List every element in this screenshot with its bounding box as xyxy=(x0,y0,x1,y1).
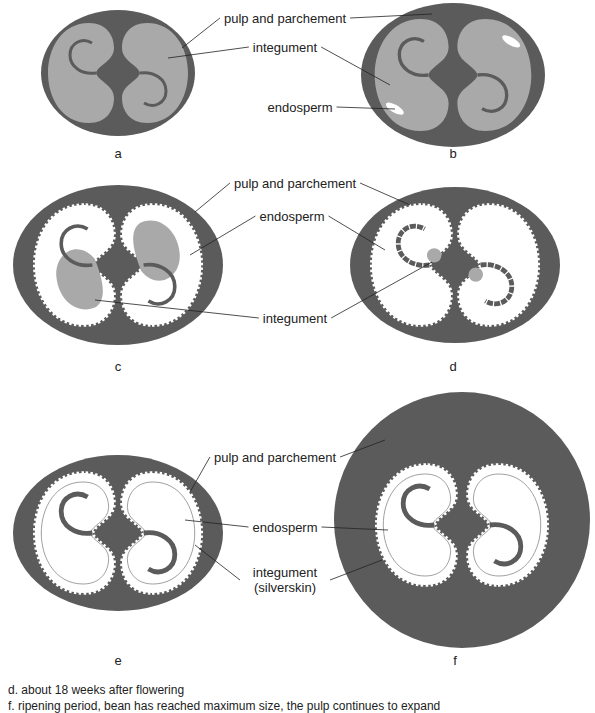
leader-line xyxy=(321,47,390,85)
stage-c-figure xyxy=(13,185,223,345)
leader-line xyxy=(337,107,395,109)
leader-line xyxy=(168,47,249,58)
stage-letter: c xyxy=(115,359,122,374)
stage-letter: f xyxy=(453,653,457,668)
leader-line xyxy=(95,300,259,318)
caption-note: d. about 18 weeks after flowering xyxy=(8,683,184,698)
stage-letter: a xyxy=(114,146,121,161)
part-label: endosperm xyxy=(252,520,317,535)
leader-line xyxy=(340,440,385,457)
part-label: integument xyxy=(253,40,317,55)
part-label: integument xyxy=(263,311,327,326)
leader-line xyxy=(195,545,240,580)
leader-line xyxy=(185,520,248,527)
part-label: endosperm xyxy=(267,100,332,115)
stage-b-figure xyxy=(361,3,545,147)
stage-letter: e xyxy=(114,653,121,668)
leader-line xyxy=(360,183,410,205)
leader-line xyxy=(350,14,432,18)
stage-d-figure xyxy=(350,187,560,343)
part-label: pulp and parchement xyxy=(214,450,336,465)
stage-letter: d xyxy=(449,359,456,374)
leader-line xyxy=(329,216,385,250)
stage-letter: b xyxy=(449,146,456,161)
part-label: endosperm xyxy=(259,209,324,224)
leader-line xyxy=(182,18,220,48)
stage-f-figure xyxy=(334,392,590,648)
leader-line xyxy=(330,560,382,580)
leader-line xyxy=(331,262,432,318)
leader-line xyxy=(190,216,255,255)
stage-e-figure xyxy=(13,455,223,611)
part-label: pulp and parchement xyxy=(234,176,356,191)
part-label: integument (silverskin) xyxy=(244,565,326,595)
leader-line xyxy=(322,527,388,530)
caption-note: f. ripening period, bean has reached max… xyxy=(8,699,440,713)
leader-line xyxy=(195,183,230,212)
stage-a-figure xyxy=(41,10,195,136)
part-label: pulp and parchement xyxy=(224,11,346,26)
leader-line xyxy=(190,457,210,492)
